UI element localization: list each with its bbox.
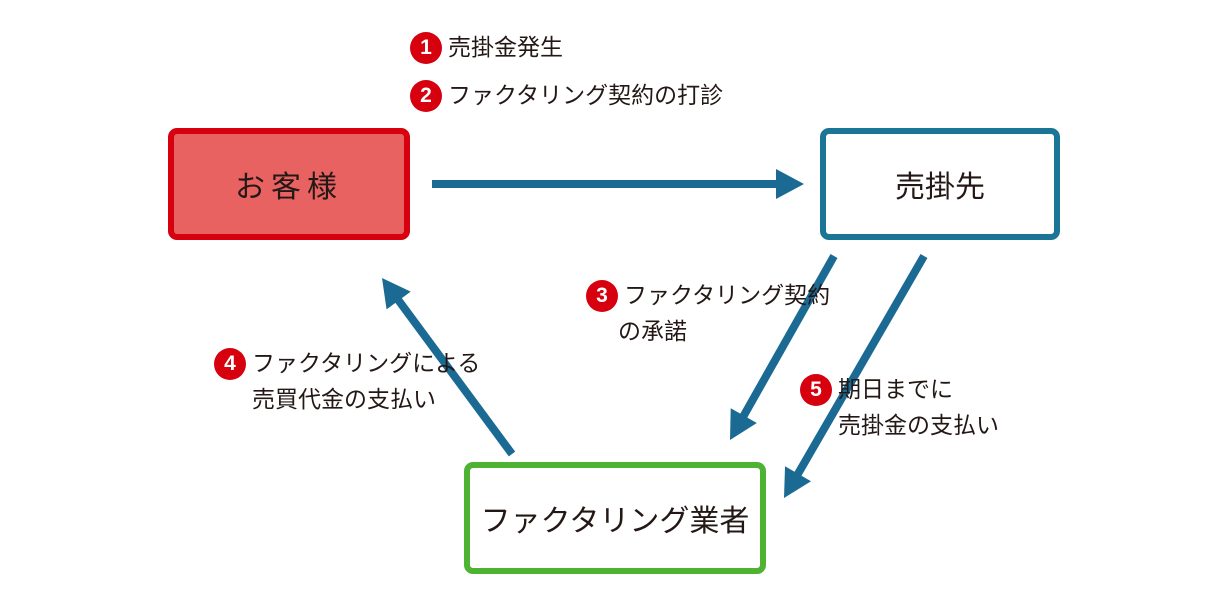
- debtor-box: 売掛先: [820, 128, 1060, 240]
- step-3-text-line-2: の承諾: [618, 319, 687, 345]
- step-3-text-line-1: ファクタリング契約: [624, 283, 831, 309]
- step-4-label: 4 ファクタリングによる 売買代金の支払い: [214, 346, 480, 418]
- step-2-text: ファクタリング契約の打診: [448, 83, 724, 109]
- customer-label: お客様: [235, 170, 343, 205]
- arrow-debtor-pays-factor-head: [784, 466, 812, 498]
- arrow-factor-to-customer-head: [382, 278, 411, 310]
- arrow-debtor-pays-factor-shaft: [793, 253, 928, 478]
- step-1-text: 売掛金発生: [448, 35, 563, 61]
- arrow-debtor-to-factor-head: [730, 408, 757, 440]
- step-3-label: 3 ファクタリング契約 の承諾: [586, 278, 830, 350]
- factoring-company-label: ファクタリング業者: [480, 504, 750, 539]
- arrow-factor-to-customer: [382, 278, 516, 457]
- arrow-customer-to-debtor: [432, 169, 804, 199]
- factoring-company-box: ファクタリング業者: [464, 462, 766, 574]
- step-3-badge: 3: [586, 280, 618, 312]
- step-5-text-line-1: 期日までに: [838, 377, 953, 403]
- step-5-label: 5 期日までに 売掛金の支払い: [800, 372, 999, 444]
- arrow-factor-to-customer-shaft: [394, 296, 516, 457]
- customer-box: お客様: [168, 128, 410, 240]
- arrow-debtor-to-factor: [730, 254, 838, 440]
- step-2-label: 2 ファクタリング契約の打診: [410, 78, 723, 114]
- step-4-badge: 4: [214, 348, 246, 380]
- debtor-label: 売掛先: [895, 170, 985, 205]
- arrow-debtor-pays-factor: [784, 253, 928, 498]
- arrow-debtor-to-factor-shaft: [739, 254, 838, 420]
- step-2-badge: 2: [410, 80, 442, 112]
- step-4-text-line-2: 売買代金の支払い: [252, 387, 436, 413]
- arrow-customer-to-debtor-head: [776, 169, 804, 199]
- step-5-badge: 5: [800, 374, 832, 406]
- step-1-badge: 1: [410, 32, 442, 64]
- step-4-text-line-1: ファクタリングによる: [252, 351, 481, 377]
- step-5-text-line-2: 売掛金の支払い: [838, 413, 999, 439]
- step-1-label: 1 売掛金発生: [410, 30, 563, 66]
